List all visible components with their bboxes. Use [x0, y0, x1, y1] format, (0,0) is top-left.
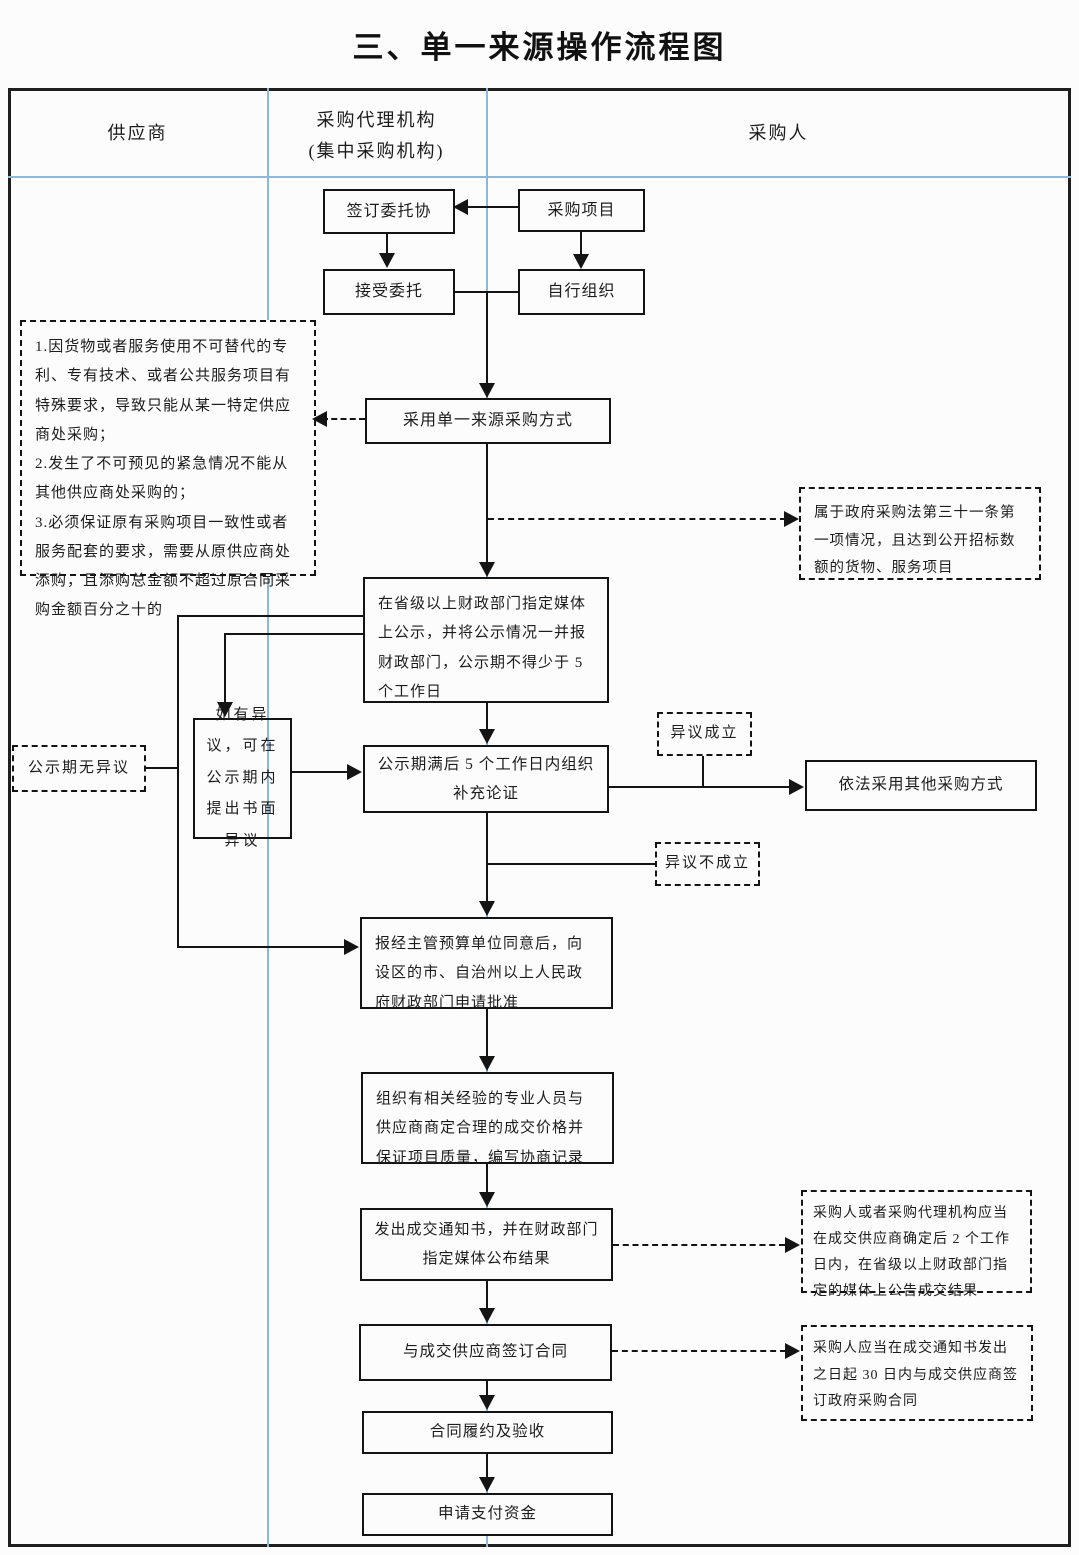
page-title: 三、单一来源操作流程图: [352, 30, 727, 65]
line-objection-not-established-join: [488, 863, 655, 865]
arrowhead-to-objection: [217, 702, 233, 717]
node-payment: 申请支付资金: [362, 1493, 613, 1536]
node-negotiate: 组织有相关经验的专业人员与供应商商定合理的成交价格并保证项目质量，编写协商记录: [361, 1072, 614, 1166]
lane-label-agency: 采购代理机构 (集中采购机构): [267, 105, 486, 166]
dashed-line-to-contract-note: [612, 1350, 786, 1352]
header-divider: [8, 176, 1071, 178]
line-to-objection: [224, 633, 226, 705]
line-approval-to-negotiate: [486, 1009, 488, 1065]
line-objection-established-join: [702, 756, 704, 787]
arrowhead-negotiate-to-notice: [479, 1192, 495, 1207]
note-single-source-reasons: 1.因货物或者服务使用不可替代的专利、专有技术、或者公共服务项目有特殊要求，导致…: [20, 320, 316, 618]
node-objection: 如有异议，可在公示期内提出书面异议: [193, 707, 292, 849]
arrowhead-to-approval-left: [344, 939, 359, 955]
line-project-to-selforganize: [580, 231, 582, 257]
arrowhead-project-to-agreement: [453, 199, 468, 215]
note-objection-established: 异议成立: [657, 712, 752, 756]
line-no-objection-path: [177, 615, 179, 948]
arrowhead-to-adopt-single-source: [479, 383, 495, 398]
line-contract-to-performance: [486, 1381, 488, 1404]
line-performance-to-payment: [486, 1454, 488, 1486]
swimlane-frame: [8, 88, 1071, 1547]
arrowhead-supplementary-to-othermethod: [789, 779, 804, 795]
node-approval: 报经主管预算单位同意后，向设区的市、自治州以上人民政府财政部门申请批准: [360, 917, 613, 1011]
line-negotiate-to-notice: [486, 1164, 488, 1201]
line-notice-to-contract: [486, 1281, 488, 1317]
node-self-organize: 自行组织: [518, 269, 645, 315]
dashed-line-to-announce-note: [613, 1244, 785, 1246]
note-announce-result: 采购人或者采购代理机构应当在成交供应商确定后 2 个工作日内，在省级以上财政部门…: [801, 1190, 1032, 1299]
node-supplementary-demonstration: 公示期满后 5 个工作日内组织补充论证: [363, 745, 609, 813]
node-other-method: 依法采用其他采购方式: [805, 760, 1037, 811]
reason-item-3: 3.必须保证原有采购项目一致性或者服务配套的要求，需要从原供应商处添购，且添购总…: [35, 514, 292, 619]
node-procurement-project: 采购项目: [518, 189, 645, 232]
line-to-adopt-single-source: [486, 292, 488, 385]
arrowhead-adopt-to-publicity: [479, 562, 495, 577]
arrowhead-to-reasons: [312, 411, 327, 427]
arrowhead-performance-to-payment: [479, 1477, 495, 1492]
arrowhead-to-law-condition: [784, 511, 799, 527]
dashed-line-to-reasons: [322, 418, 365, 420]
line-project-to-agreement: [458, 206, 518, 208]
node-sign-contract: 与成交供应商签订合同: [359, 1324, 612, 1381]
lane-label-agency-line2: (集中采购机构): [308, 140, 445, 161]
node-sign-agreement: 签订委托协: [323, 189, 455, 234]
node-publicity: 在省级以上财政部门指定媒体上公示，并将公示情况一并报财政部门，公示期不得少于 5…: [363, 577, 609, 703]
dashed-line-to-law-condition: [488, 518, 786, 520]
line-supplementary-to-othermethod: [609, 786, 791, 788]
arrowhead-contract-to-performance: [479, 1395, 495, 1410]
node-notice: 发出成交通知书，并在财政部门指定媒体公布结果: [360, 1208, 613, 1281]
line-objection-to-supplementary: [292, 771, 349, 773]
line-publicity-to-supplementary: [486, 703, 488, 737]
arrowhead-notice-to-contract: [479, 1308, 495, 1323]
lane-label-supplier: 供应商: [107, 123, 168, 143]
arrowhead-publicity-to-supplementary: [479, 729, 495, 744]
arrowhead-to-contract-note: [785, 1343, 800, 1359]
arrowhead-supplementary-to-approval: [479, 901, 495, 916]
note-law-condition: 属于政府采购法第三十一条第一项情况，且达到公开招标数额的货物、服务项目: [799, 487, 1041, 580]
node-adopt-single-source: 采用单一来源采购方式: [365, 398, 611, 444]
note-contract-deadline: 采购人应当在成交通知书发出之日起 30 日内与成交供应商签订政府采购合同: [801, 1325, 1033, 1421]
line-agreement-to-accept: [386, 233, 388, 257]
line-to-approval-left: [178, 946, 348, 948]
reason-item-1: 1.因货物或者服务使用不可替代的专利、专有技术、或者公共服务项目有特殊要求，导致…: [35, 339, 292, 443]
arrowhead-approval-to-negotiate: [479, 1056, 495, 1071]
line-no-objection-join: [146, 767, 178, 769]
lane-label-purchaser: 采购人: [748, 123, 809, 143]
note-objection-not-established: 异议不成立: [655, 842, 760, 886]
arrowhead-objection-to-supplementary: [347, 764, 362, 780]
node-performance-acceptance: 合同履约及验收: [362, 1411, 613, 1454]
arrowhead-agreement-to-accept: [379, 253, 395, 268]
note-no-objection: 公示期无异议: [12, 745, 146, 792]
line-supplementary-to-approval: [486, 813, 488, 910]
line-publicity-left-upper: [178, 615, 363, 617]
line-adopt-to-publicity: [486, 443, 488, 565]
line-publicity-left-lower: [225, 633, 363, 635]
reason-item-2: 2.发生了不可预见的紧急情况不能从其他供应商处采购的；: [35, 456, 289, 502]
arrowhead-project-to-selforganize: [573, 254, 589, 269]
lane-divider-1: [267, 88, 269, 1547]
lane-label-agency-line1: 采购代理机构: [316, 110, 437, 130]
node-accept-commission: 接受委托: [323, 269, 455, 315]
arrowhead-to-announce-note: [785, 1237, 800, 1253]
